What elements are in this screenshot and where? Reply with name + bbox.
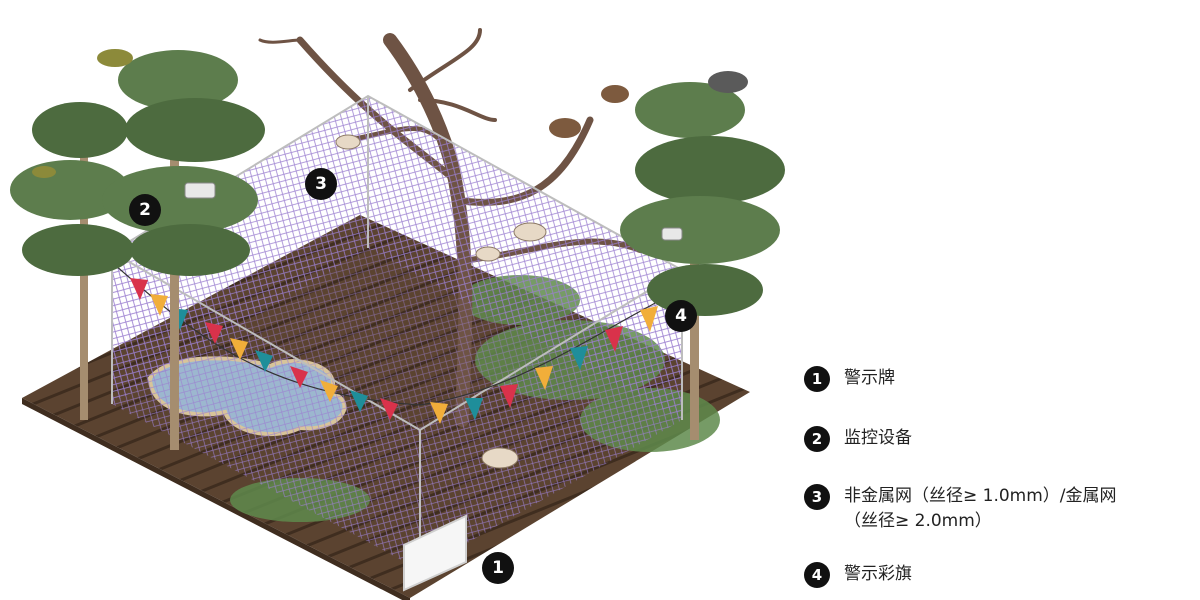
legend-number-2: 2 xyxy=(804,426,830,452)
marker-3: 3 xyxy=(305,168,337,200)
marker-1: 1 xyxy=(482,552,514,584)
pine-tree-left-2 xyxy=(102,50,265,450)
legend-text-1: 警示牌 xyxy=(844,368,895,388)
legend-item-4: 4 警示彩旗 xyxy=(804,562,912,588)
legend-item-3: 3 非金属网（丝径≥ 1.0mm）/金属网 （丝径≥ 2.0mm） xyxy=(804,484,1117,534)
marker-4-label: 4 xyxy=(675,306,687,326)
legend-text-3: 非金属网（丝径≥ 1.0mm）/金属网 （丝径≥ 2.0mm） xyxy=(844,486,1117,531)
legend-number-1: 1 xyxy=(804,366,830,392)
camera-icon xyxy=(184,182,683,241)
legend-item-1: 1 警示牌 xyxy=(804,366,895,392)
birds xyxy=(32,49,748,178)
warning-flags xyxy=(114,264,681,424)
marker-1-label: 1 xyxy=(492,558,504,578)
legend-number-3: 3 xyxy=(804,484,830,510)
marker-2-label: 2 xyxy=(139,200,151,220)
animals xyxy=(335,134,547,469)
warning-sign xyxy=(403,514,467,592)
pine-tree-left-1 xyxy=(10,102,134,420)
legend-text-4: 警示彩旗 xyxy=(844,564,912,584)
marker-2: 2 xyxy=(129,194,161,226)
legend-text-2: 监控设备 xyxy=(844,428,912,448)
marker-4: 4 xyxy=(665,300,697,332)
legend-number-4: 4 xyxy=(804,562,830,588)
legend-item-2: 2 监控设备 xyxy=(804,426,912,452)
marker-3-label: 3 xyxy=(315,174,327,194)
